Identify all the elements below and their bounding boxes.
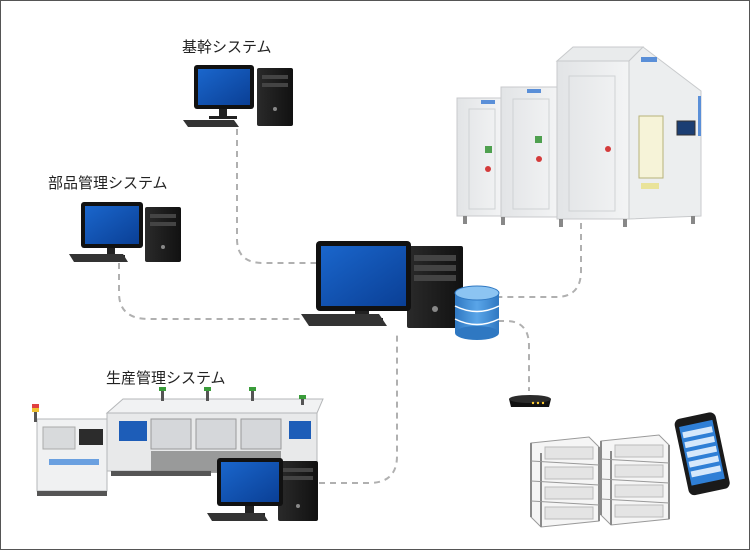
connector-parts-system [118, 263, 331, 320]
desktop-pc-icon [301, 241, 463, 328]
storage-rack-icon [530, 436, 600, 528]
storage-rack-icon [600, 434, 670, 526]
desktop-pc-icon [183, 65, 293, 127]
warehouse-machine-icon [456, 46, 702, 227]
database-icon [454, 285, 500, 340]
router-icon [509, 395, 551, 407]
connector-core-system [236, 129, 331, 264]
connectors [118, 129, 582, 484]
connector-router [487, 320, 530, 391]
connector-production-system [319, 331, 398, 484]
label-parts-system: 部品管理システム [48, 174, 168, 192]
desktop-pc-icon [207, 458, 318, 521]
smartphone-icon [674, 412, 730, 496]
connector-warehouse-machine [497, 223, 582, 298]
desktop-pc-icon [69, 202, 181, 262]
label-core-system: 基幹システム [182, 38, 272, 56]
label-production-system: 生産管理システム [106, 369, 226, 387]
